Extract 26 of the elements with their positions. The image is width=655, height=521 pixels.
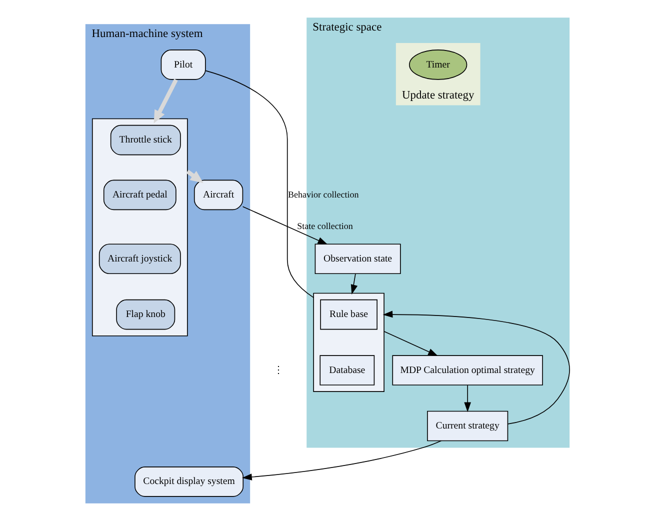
node-box: MDP Calculation optimal strategy: [392, 355, 543, 386]
node-box: Throttle stick: [110, 124, 181, 156]
node-box: Aircraft joystick: [98, 244, 181, 274]
node-box: Aircraft pedal: [103, 180, 176, 210]
arrow: [384, 331, 438, 356]
arrow: [382, 310, 570, 424]
arrow: [242, 440, 442, 480]
node-box: Aircraft: [194, 180, 244, 210]
node-box: Pilot: [160, 50, 206, 80]
node-box: Database: [320, 355, 375, 386]
arrow: [464, 384, 472, 412]
edge-label: Behavior collection: [288, 189, 359, 200]
node-box: Current strategy: [427, 410, 508, 442]
cluster: [313, 292, 384, 392]
node-box: Observation state: [314, 244, 401, 274]
cluster: [92, 118, 188, 336]
arrow: [350, 273, 358, 294]
node-box: Cockpit display system: [134, 466, 244, 497]
node-box: Rule base: [320, 299, 378, 330]
node-ellipse: Timer: [409, 50, 468, 80]
arrow: [242, 206, 328, 245]
connector: [205, 70, 314, 298]
arrow: [154, 78, 178, 124]
label: ⋮: [273, 364, 284, 376]
node-box: Flap knob: [116, 299, 176, 330]
edge-label: State collection: [297, 221, 353, 232]
